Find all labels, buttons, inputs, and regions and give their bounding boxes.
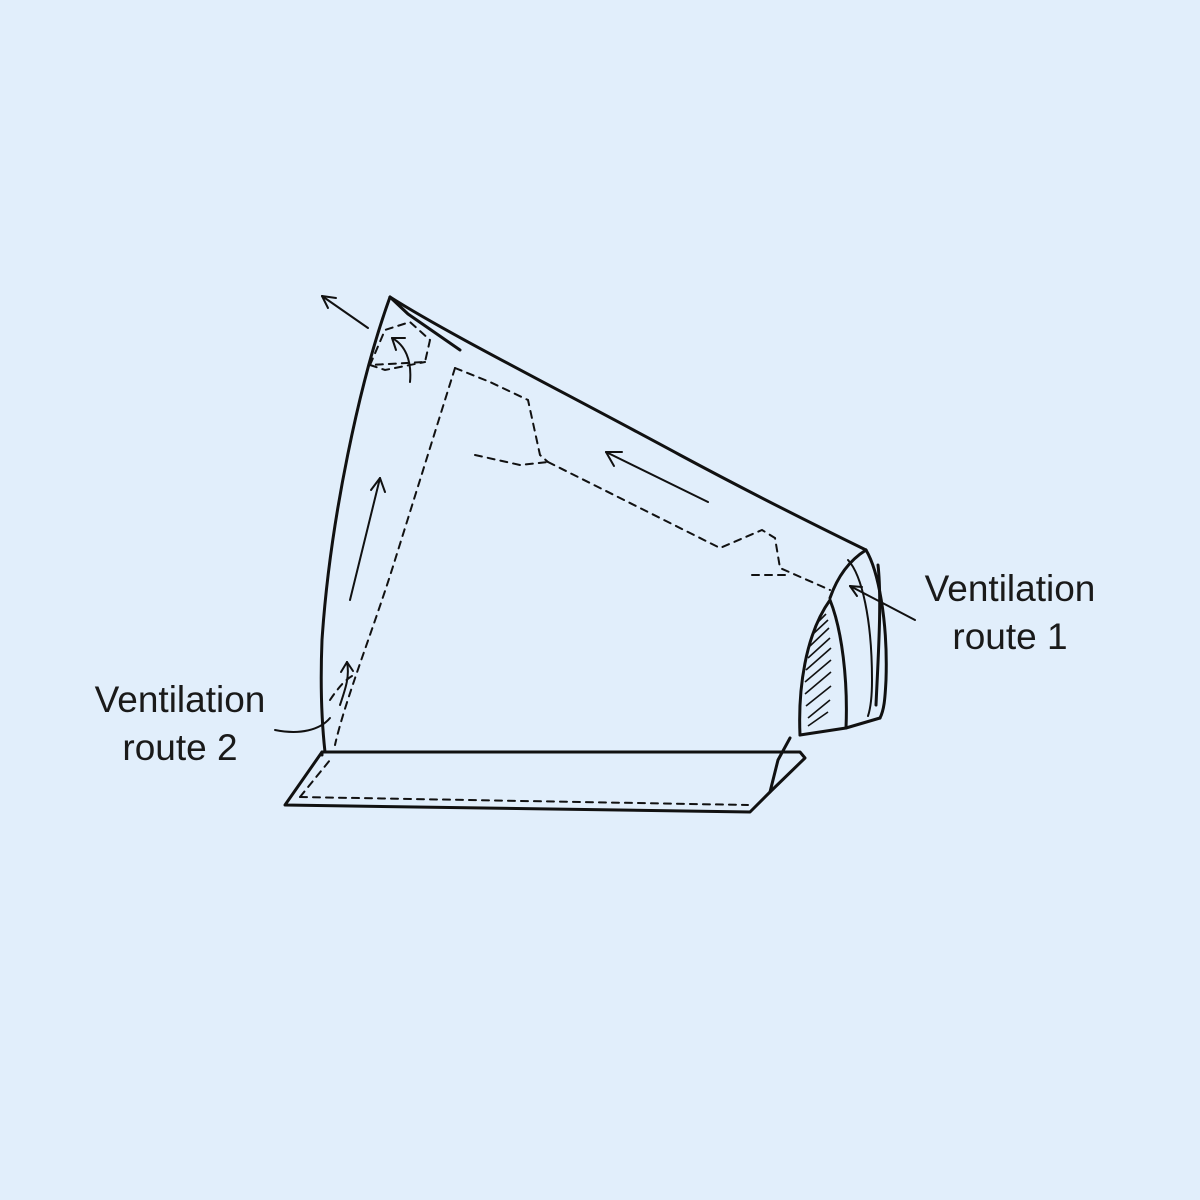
- base-plate: [283, 736, 807, 814]
- route-1-label-line1: Ventilation: [924, 568, 1096, 609]
- ventilation-route-1-label: Ventilation route 1: [905, 565, 1115, 661]
- route-1-leader-arrow: [849, 585, 916, 621]
- hidden-channels: [329, 320, 831, 746]
- route-2-label-line1: Ventilation: [94, 679, 266, 720]
- label-leaders: [274, 585, 916, 733]
- airflow-arrows: [321, 295, 709, 706]
- arch-hatching: [804, 613, 832, 727]
- route-1-label-line2: route 1: [952, 616, 1068, 657]
- main-body: [319, 295, 888, 754]
- route-2-leader-line: [274, 717, 331, 733]
- ventilation-route-2-label: Ventilation route 2: [70, 676, 290, 772]
- route-2-label-line2: route 2: [122, 727, 238, 768]
